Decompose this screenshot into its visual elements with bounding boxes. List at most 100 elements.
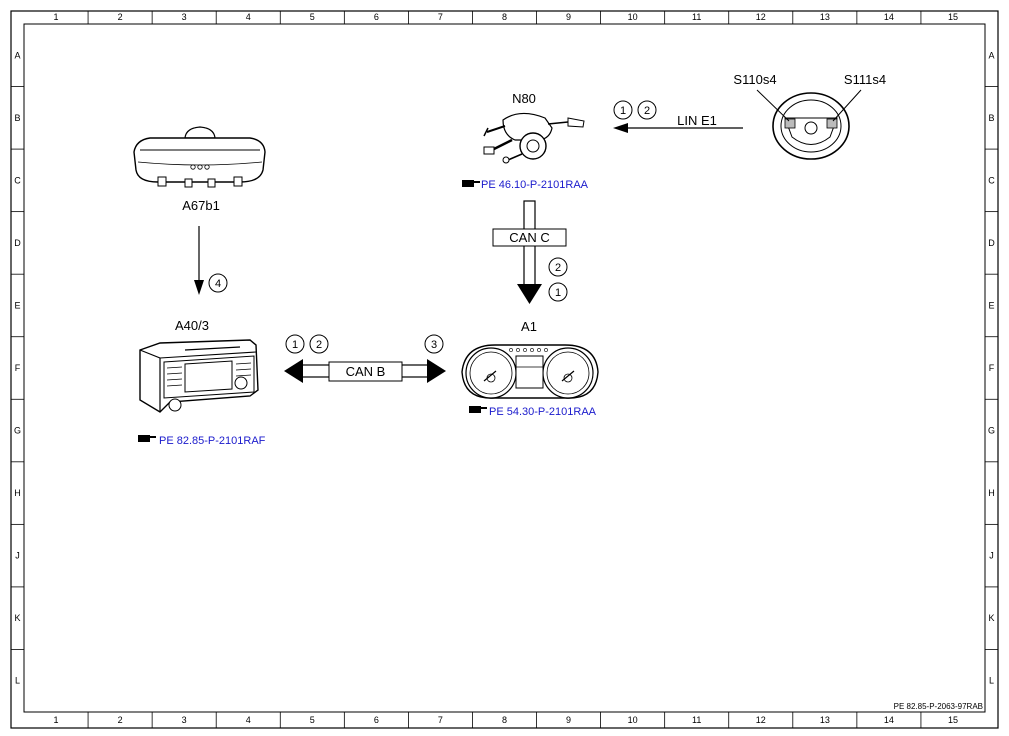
inner-frame xyxy=(23,23,986,713)
switch-left-label: S110s4 xyxy=(733,72,776,87)
manual-hand-icon xyxy=(462,180,480,187)
mirror-label: A67b1 xyxy=(182,198,220,213)
grid-row-label: G xyxy=(14,426,21,436)
steering-wheel-icon xyxy=(756,89,862,160)
grid-column-label: 3 xyxy=(182,715,187,725)
svg-text:2: 2 xyxy=(644,105,650,117)
grid-column-label: 1 xyxy=(54,12,59,22)
grid-row-label: J xyxy=(989,551,994,561)
mirror-link-arrow xyxy=(194,226,204,295)
grid-column-label: 9 xyxy=(566,715,571,725)
svg-text:1: 1 xyxy=(620,105,626,117)
grid-column-label: 6 xyxy=(374,715,379,725)
svg-text:3: 3 xyxy=(431,339,437,351)
radio-ref-link[interactable]: PE 82.85-P-2101RAF xyxy=(138,435,266,447)
can-b-label: CAN B xyxy=(346,364,386,379)
rearview-mirror-icon xyxy=(133,126,266,188)
grid-row-label: E xyxy=(14,300,20,310)
grid-column-label: 9 xyxy=(566,12,571,22)
grid-row-label: J xyxy=(15,551,20,561)
grid-row-label: H xyxy=(988,488,995,498)
grid-row-label: C xyxy=(988,175,995,185)
marker-2: 2 xyxy=(637,100,657,120)
head-unit-icon xyxy=(139,339,259,413)
svg-text:PE 54.30-P-2101RAA[interactable]: PE 54.30-P-2101RAA xyxy=(489,406,597,418)
grid-column-label: 4 xyxy=(246,12,251,22)
marker-2: 2 xyxy=(548,257,568,277)
switch-module-label: N80 xyxy=(512,91,536,106)
radio-label: A40/3 xyxy=(175,318,209,333)
grid-column-label: 2 xyxy=(118,12,123,22)
grid-row-label: A xyxy=(14,50,20,60)
grid-row-label: G xyxy=(988,426,995,436)
steering-column-switch-icon xyxy=(483,112,585,164)
grid-row-label: F xyxy=(989,363,995,373)
grid-column-label: 1 xyxy=(54,715,59,725)
grid-row-label: B xyxy=(988,113,994,123)
grid-row-label: L xyxy=(989,676,994,686)
drawing-code: PE 82.85-P-2063-97RAB xyxy=(894,702,983,711)
svg-text:1: 1 xyxy=(555,287,561,299)
manual-hand-icon xyxy=(469,406,487,413)
grid-column-label: 14 xyxy=(884,715,894,725)
outer-frame xyxy=(10,10,999,729)
instrument-cluster-icon xyxy=(461,344,599,399)
svg-text:4: 4 xyxy=(215,278,221,290)
grid-column-label: 3 xyxy=(182,12,187,22)
grid-column-label: 13 xyxy=(820,715,830,725)
can-c-bus-arrow xyxy=(492,200,567,304)
grid-column-label: 7 xyxy=(438,715,443,725)
grid-row-label: B xyxy=(14,113,20,123)
grid-row-label: H xyxy=(14,488,21,498)
grid-column-label: 11 xyxy=(692,12,701,22)
switch-module-ref-link[interactable]: PE 46.10-P-2101RAA xyxy=(462,179,589,191)
grid-column-label: 13 xyxy=(820,12,830,22)
grid-row-label: C xyxy=(14,175,21,185)
grid-column-label: 5 xyxy=(310,715,315,725)
grid-ticks: 1122334455667788991010111112121313141415… xyxy=(11,11,998,728)
grid-column-label: 8 xyxy=(502,715,507,725)
can-b-bus-arrow xyxy=(284,359,446,383)
svg-text:1: 1 xyxy=(292,339,298,351)
svg-text:PE 82.85-P-2101RAF[interactable]: PE 82.85-P-2101RAF xyxy=(159,435,266,447)
marker-1: 1 xyxy=(548,282,568,302)
marker-4: 4 xyxy=(208,273,228,293)
cluster-ref-link[interactable]: PE 54.30-P-2101RAA xyxy=(469,406,597,418)
grid-column-label: 7 xyxy=(438,12,443,22)
grid-row-label: D xyxy=(988,238,995,248)
manual-hand-icon xyxy=(138,435,156,442)
marker-3: 3 xyxy=(424,334,444,354)
grid-column-label: 14 xyxy=(884,12,894,22)
grid-column-label: 8 xyxy=(502,12,507,22)
grid-row-label: L xyxy=(15,676,20,686)
grid-column-label: 12 xyxy=(756,12,766,22)
lin-bus-label: LIN E1 xyxy=(677,113,717,128)
grid-column-label: 15 xyxy=(948,715,958,725)
grid-column-label: 2 xyxy=(118,715,123,725)
grid-row-label: E xyxy=(988,300,994,310)
grid-column-label: 5 xyxy=(310,12,315,22)
marker-2: 2 xyxy=(309,334,329,354)
marker-1: 1 xyxy=(285,334,305,354)
switch-right-label: S111s4 xyxy=(844,72,886,87)
grid-column-label: 6 xyxy=(374,12,379,22)
can-c-label: CAN C xyxy=(509,230,549,245)
cluster-label: A1 xyxy=(521,319,537,334)
svg-text:2: 2 xyxy=(555,262,561,274)
grid-row-label: A xyxy=(988,50,994,60)
grid-row-label: K xyxy=(14,613,20,623)
marker-1: 1 xyxy=(613,100,633,120)
grid-column-label: 10 xyxy=(628,715,638,725)
grid-column-label: 15 xyxy=(948,12,958,22)
grid-row-label: F xyxy=(15,363,21,373)
grid-column-label: 11 xyxy=(692,715,701,725)
lin-bus-arrow xyxy=(613,123,743,133)
grid-row-label: D xyxy=(14,238,21,248)
svg-text:PE 46.10-P-2101RAA[interactable]: PE 46.10-P-2101RAA xyxy=(481,179,589,191)
svg-text:2: 2 xyxy=(316,339,322,351)
grid-column-label: 10 xyxy=(628,12,638,22)
grid-row-label: K xyxy=(988,613,994,623)
grid-column-label: 12 xyxy=(756,715,766,725)
grid-column-label: 4 xyxy=(246,715,251,725)
